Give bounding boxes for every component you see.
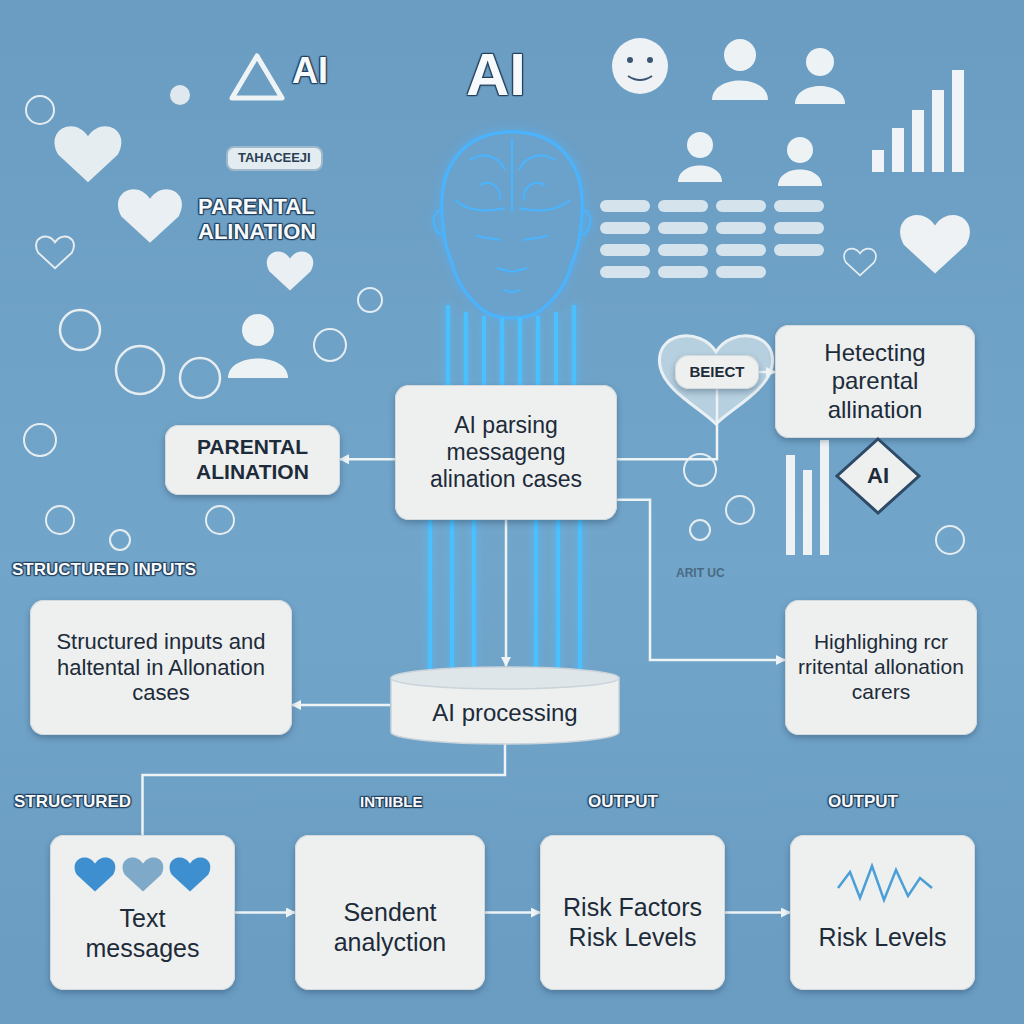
- heart-icon: [900, 215, 970, 273]
- node-text: Risk Levels: [819, 923, 947, 953]
- faint-note: ARIT UC: [676, 567, 725, 581]
- column-label: INTIIBLE: [360, 793, 423, 810]
- triangle-icon: [232, 56, 282, 98]
- node-text: Sendent analyction: [305, 898, 475, 957]
- process-box: Text messages: [50, 835, 235, 990]
- title-logo: AI: [466, 40, 526, 109]
- process-box: Hetecting parental allination: [775, 325, 975, 438]
- circle-icon: [116, 346, 164, 394]
- node-text: PARENTAL ALINATION: [173, 435, 332, 485]
- connector-line: [725, 911, 790, 914]
- person-icon: [228, 314, 288, 378]
- pill-rows: [600, 200, 824, 278]
- face-icon: [612, 38, 668, 94]
- process-box: Highlighing rcr rritental allonation car…: [785, 600, 977, 735]
- process-cylinder: AI processing: [390, 666, 620, 744]
- connector-line: [340, 458, 395, 461]
- node-text: Hetecting parental allination: [787, 339, 963, 424]
- node-text: Risk Factors Risk Levels: [550, 893, 715, 952]
- connector-line: [292, 704, 390, 707]
- bar-icons: [786, 440, 829, 555]
- wave-icon: [838, 866, 932, 900]
- connector-line: [759, 371, 775, 374]
- circle-icon: [170, 85, 190, 105]
- section-label: PARENTAL ALINATION: [198, 194, 378, 245]
- connector-line: [485, 911, 540, 914]
- heart-icon: [36, 237, 74, 269]
- connector-line: [617, 389, 717, 459]
- heart-icon: [118, 189, 182, 243]
- column-label: STRUCTURED: [14, 792, 131, 812]
- circle-icon: [26, 96, 54, 124]
- process-box: BEIECT: [675, 355, 759, 389]
- heart-icon: [55, 126, 122, 182]
- column-label: OUTPUT: [588, 792, 658, 812]
- ai-head-illustration: [434, 132, 591, 318]
- connector-line: [505, 520, 508, 666]
- node-text: AI parsing messageng alination cases: [407, 412, 605, 493]
- node-text: Text messages: [60, 904, 225, 963]
- heart-icon: [844, 249, 876, 276]
- circle-icon: [60, 310, 100, 350]
- node-text: Structured inputs and haltental in Allon…: [42, 629, 280, 707]
- person-icon: [678, 39, 845, 186]
- connector-line: [143, 744, 506, 835]
- heart-icon: [75, 857, 116, 891]
- bar-chart-icon: [872, 70, 964, 172]
- logo-text: AI: [292, 50, 328, 91]
- section-label: STRUCTURED INPUTS: [12, 560, 196, 580]
- process-box: Risk Levels: [790, 835, 975, 990]
- process-box: AI parsing messageng alination cases: [395, 385, 617, 520]
- circle-icons: [110, 288, 382, 550]
- node-text: AI processing: [432, 699, 577, 727]
- node-text: Highlighing rcr rritental allonation car…: [795, 630, 967, 704]
- column-label: OUTPUT: [828, 792, 898, 812]
- connector-line: [235, 911, 295, 914]
- decision-diamond: AI: [836, 438, 920, 514]
- connector-line: [617, 500, 785, 660]
- process-box: Sendent analyction: [295, 835, 485, 990]
- node-text: AI: [867, 463, 889, 489]
- tag-pill: TAHACEEJI: [226, 146, 323, 171]
- process-box: Structured inputs and haltental in Allon…: [30, 600, 292, 735]
- heart-icon: [267, 251, 314, 290]
- heart-icon: [123, 857, 164, 891]
- circle-icon: [24, 424, 56, 456]
- heart-icon: [170, 857, 211, 891]
- circle-icon: [46, 506, 74, 534]
- process-box: Risk Factors Risk Levels: [540, 835, 725, 990]
- circle-icon: [180, 358, 220, 398]
- process-box: PARENTAL ALINATION: [165, 425, 340, 495]
- circle-icons: [684, 454, 964, 554]
- node-text: BEIECT: [689, 363, 744, 381]
